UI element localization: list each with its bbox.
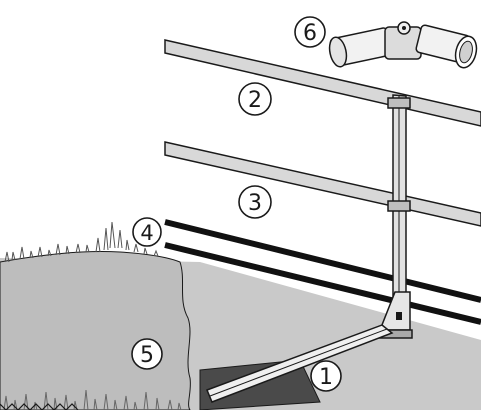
callout-1-label: 1 — [319, 365, 333, 390]
callout-5: 5 — [131, 338, 163, 370]
callout-2: 2 — [238, 82, 272, 116]
mid-rail — [164, 141, 481, 227]
ground-edge — [0, 403, 79, 411]
callout-4-label: 4 — [140, 221, 153, 245]
rail-coupler-detail — [328, 21, 478, 69]
toe-board-lower — [164, 242, 481, 325]
callout-3: 3 — [238, 185, 272, 219]
toe-board-upper — [164, 219, 481, 303]
vegetation-bottom — [3, 389, 182, 411]
callout-5-label: 5 — [140, 343, 154, 368]
top-rail-clamp — [387, 97, 411, 109]
callout-2-label: 2 — [248, 88, 262, 113]
callout-4: 4 — [132, 217, 162, 247]
callout-6: 6 — [294, 16, 326, 48]
mid-rail-clamp — [387, 200, 411, 212]
bracket-bolt — [396, 312, 402, 320]
vegetation-top — [4, 221, 159, 263]
callout-6-label: 6 — [303, 21, 317, 46]
embankment — [0, 251, 191, 411]
callout-3-label: 3 — [248, 191, 262, 216]
arm-edge — [209, 328, 388, 397]
callout-1: 1 — [310, 360, 342, 392]
